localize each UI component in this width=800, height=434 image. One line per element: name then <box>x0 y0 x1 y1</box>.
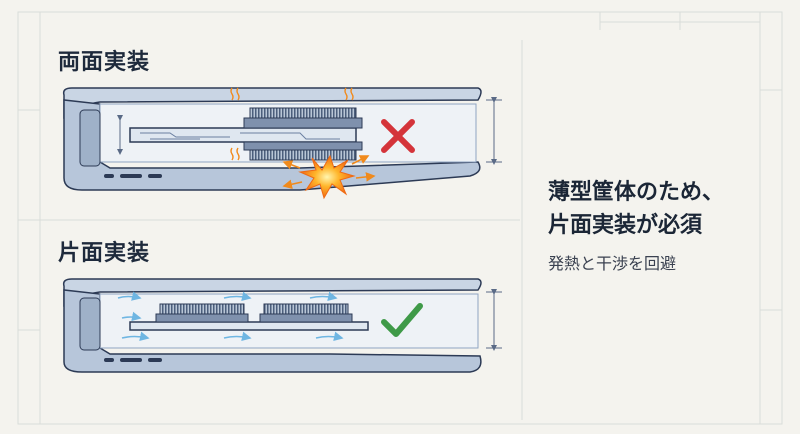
pcb-board-2 <box>130 322 368 330</box>
double-sided-heading: 両面実装 <box>58 44 150 76</box>
bottom-chip <box>244 142 362 150</box>
conclusion-title-line2: 片面実装が必須 <box>548 209 788 242</box>
chip-right-heatsink <box>264 304 348 314</box>
top-chip <box>244 118 362 128</box>
chip-left <box>156 314 248 322</box>
chip-left-heatsink <box>160 304 244 314</box>
bottom-heatsink <box>250 150 356 160</box>
conclusion-subtitle: 発熱と干渉を回避 <box>548 250 788 274</box>
double-sided-diagram <box>64 88 502 198</box>
conclusion-title-line1: 薄型筐体のため、 <box>548 176 788 209</box>
conclusion-panel: 薄型筐体のため、 片面実装が必須 発熱と干渉を回避 <box>548 176 788 274</box>
single-sided-diagram <box>64 279 502 372</box>
pcb-board <box>130 128 356 142</box>
chip-right <box>260 314 352 322</box>
single-sided-heading: 片面実装 <box>58 235 150 267</box>
top-heatsink <box>250 108 356 118</box>
